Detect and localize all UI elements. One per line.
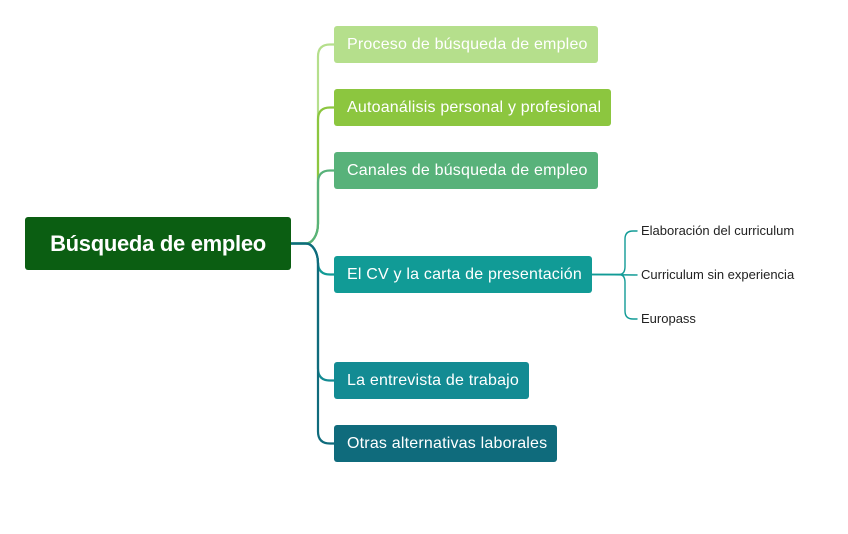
- connector-branch-5: [289, 242, 336, 445]
- connector-branch-0: [289, 43, 336, 245]
- connector-branch-2: [289, 169, 336, 245]
- subtopic-elaboracion-curriculum[interactable]: Elaboración del curriculum: [641, 223, 795, 238]
- subtopic-curriculum-sin-experiencia[interactable]: Curriculum sin experiencia: [641, 267, 795, 282]
- topic-autoanalisis[interactable]: Autoanálisis personal y profesional: [334, 89, 612, 126]
- topic-cv-carta[interactable]: El CV y la carta de presentación: [334, 256, 592, 293]
- topic-otras-alternativas[interactable]: Otras alternativas laborales: [334, 425, 558, 462]
- connector-subtopic-2: [591, 273, 638, 320]
- subtopic-europass[interactable]: Europass: [641, 311, 696, 326]
- connector-branch-1: [289, 106, 336, 245]
- topic-entrevista[interactable]: La entrevista de trabajo: [334, 362, 530, 399]
- root-topic[interactable]: Búsqueda de empleo: [25, 217, 291, 270]
- connector-branch-4: [289, 242, 336, 382]
- topic-proceso-busqueda[interactable]: Proceso de búsqueda de empleo: [334, 26, 598, 63]
- connector-subtopic-0: [591, 230, 638, 276]
- topic-canales-busqueda[interactable]: Canales de búsqueda de empleo: [334, 152, 598, 189]
